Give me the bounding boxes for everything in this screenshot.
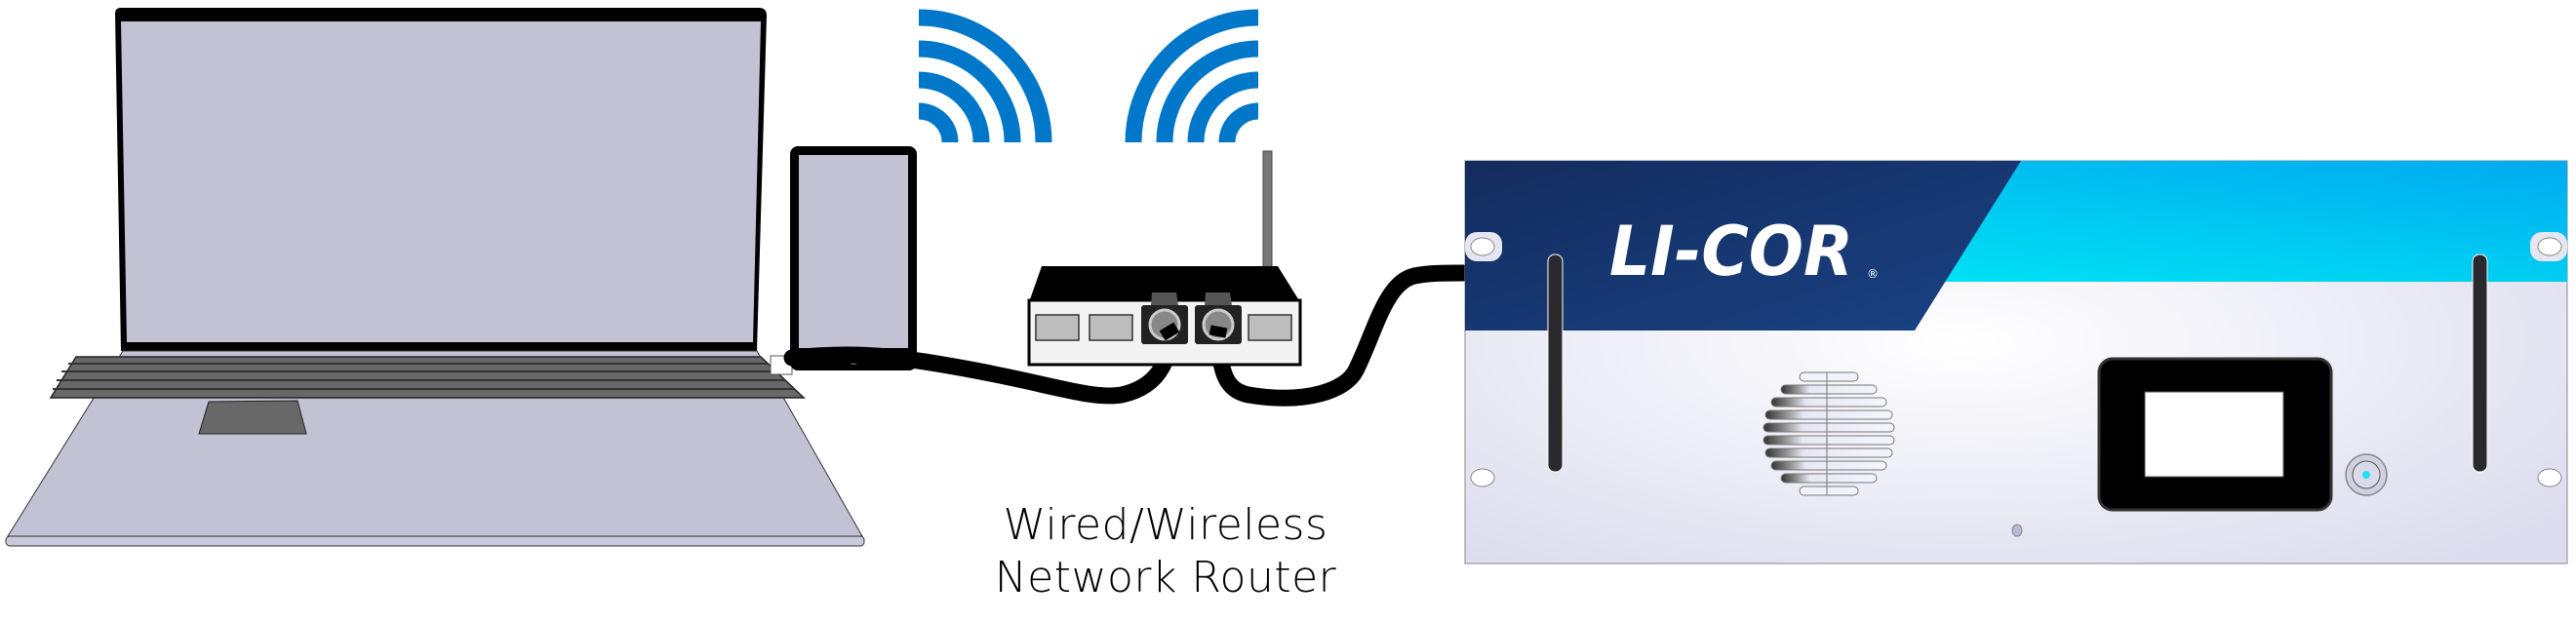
mount-hole-bl bbox=[1470, 468, 1495, 487]
router-caption-line1: Wired/Wireless bbox=[1003, 500, 1328, 550]
keyboard bbox=[49, 356, 806, 399]
phone-screen bbox=[799, 155, 908, 348]
laptop-screen bbox=[121, 21, 761, 342]
instrument-navy-band bbox=[1465, 161, 2021, 330]
handle-left bbox=[1547, 253, 1564, 473]
wifi-signal-right-icon bbox=[1125, 9, 1259, 143]
cable-laptop-to-router bbox=[783, 313, 1181, 405]
trademark-symbol: ® bbox=[1867, 267, 1879, 281]
mount-hole-tl bbox=[1470, 237, 1495, 256]
indicator-dot bbox=[2011, 524, 2023, 537]
router-port-5 bbox=[1248, 314, 1292, 341]
brand-logo: LI-COR bbox=[1609, 212, 1853, 292]
mount-hole-br bbox=[2537, 468, 2562, 487]
display-screen bbox=[2144, 391, 2284, 478]
speaker-grille bbox=[1763, 371, 1895, 496]
mobile-device bbox=[790, 146, 917, 370]
router-top bbox=[1029, 266, 1300, 302]
laptop-front-edge bbox=[5, 535, 865, 547]
router bbox=[1027, 150, 1302, 367]
mount-hole-tr bbox=[2537, 237, 2562, 256]
handle-right bbox=[2472, 253, 2488, 473]
cable-router-to-instrument bbox=[1209, 264, 1472, 407]
router-caption-line2: Network Router bbox=[994, 553, 1337, 603]
router-port-2 bbox=[1089, 314, 1133, 341]
router-antenna bbox=[1262, 150, 1273, 269]
trackpad bbox=[198, 400, 307, 435]
licor-instrument: LI-COR ® bbox=[1464, 160, 2568, 564]
laptop bbox=[5, 8, 865, 547]
router-caption: Wired/Wireless Network Router bbox=[936, 499, 1395, 604]
ethernet-cables bbox=[783, 264, 1472, 407]
status-led bbox=[2362, 471, 2370, 479]
wifi-signal-left-icon bbox=[918, 9, 1052, 143]
router-port-1 bbox=[1035, 314, 1080, 341]
